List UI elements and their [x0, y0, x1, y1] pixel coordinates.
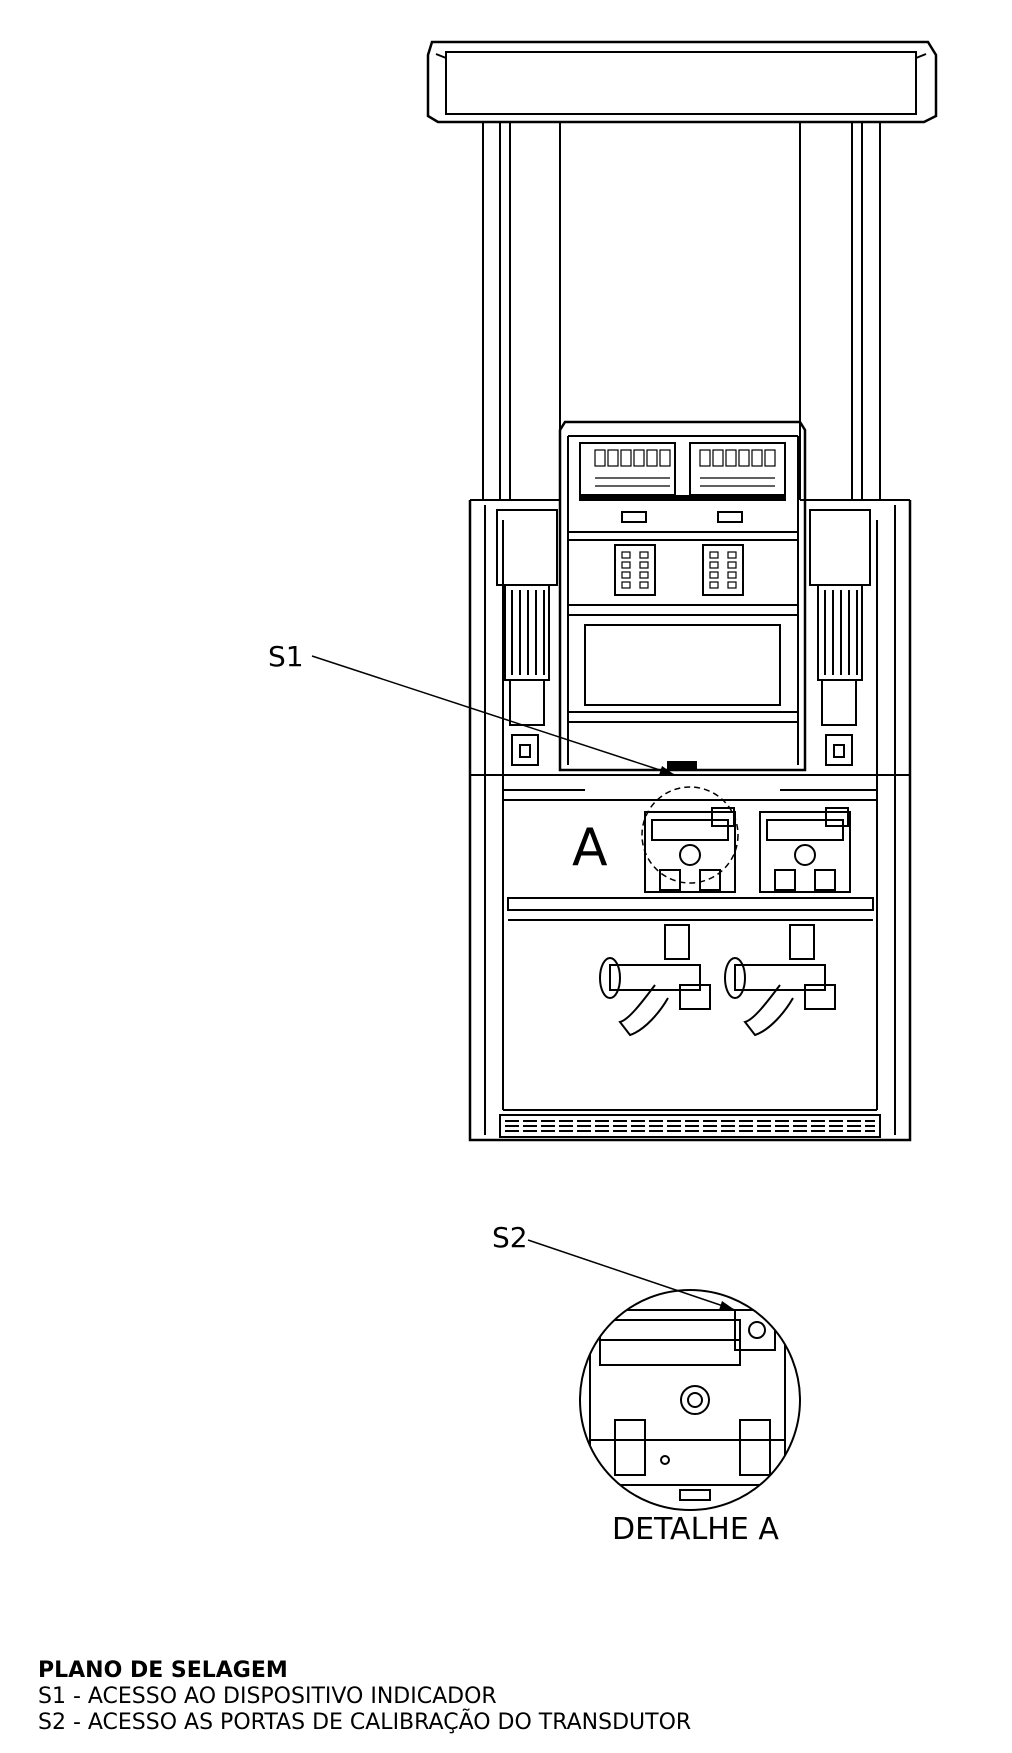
right-holster — [809, 509, 871, 766]
seal-plan-legend: PLANO DE SELAGEM S1 - ACESSO AO DISPOSIT… — [38, 1658, 691, 1736]
bottom-grille — [499, 1109, 881, 1138]
hydraulic-compartment — [503, 786, 877, 1037]
s1-leader — [311, 655, 676, 776]
canopy — [426, 40, 938, 124]
detail-a-marker: A — [572, 818, 608, 878]
left-holster — [496, 509, 558, 766]
legend-item-s2: S2 - ACESSO AS PORTAS DE CALIBRAÇÃO DO T… — [38, 1710, 692, 1735]
cabinet — [468, 499, 912, 1142]
s1-arrowhead — [659, 766, 675, 775]
detail-a-view — [579, 1289, 801, 1511]
callout-s1-label: S1 — [268, 640, 304, 673]
legend-title: PLANO DE SELAGEM — [38, 1658, 288, 1683]
display-digits — [594, 449, 776, 487]
display-head — [558, 420, 807, 772]
legend-item-s1: S1 - ACESSO AO DISPOSITIVO INDICADOR — [38, 1684, 497, 1709]
s2-leader — [527, 1239, 736, 1311]
detail-a-caption: DETALHE A — [612, 1512, 779, 1547]
callout-s2-label: S2 — [492, 1221, 528, 1254]
s2-arrowhead — [719, 1301, 735, 1310]
support-columns — [482, 122, 881, 500]
